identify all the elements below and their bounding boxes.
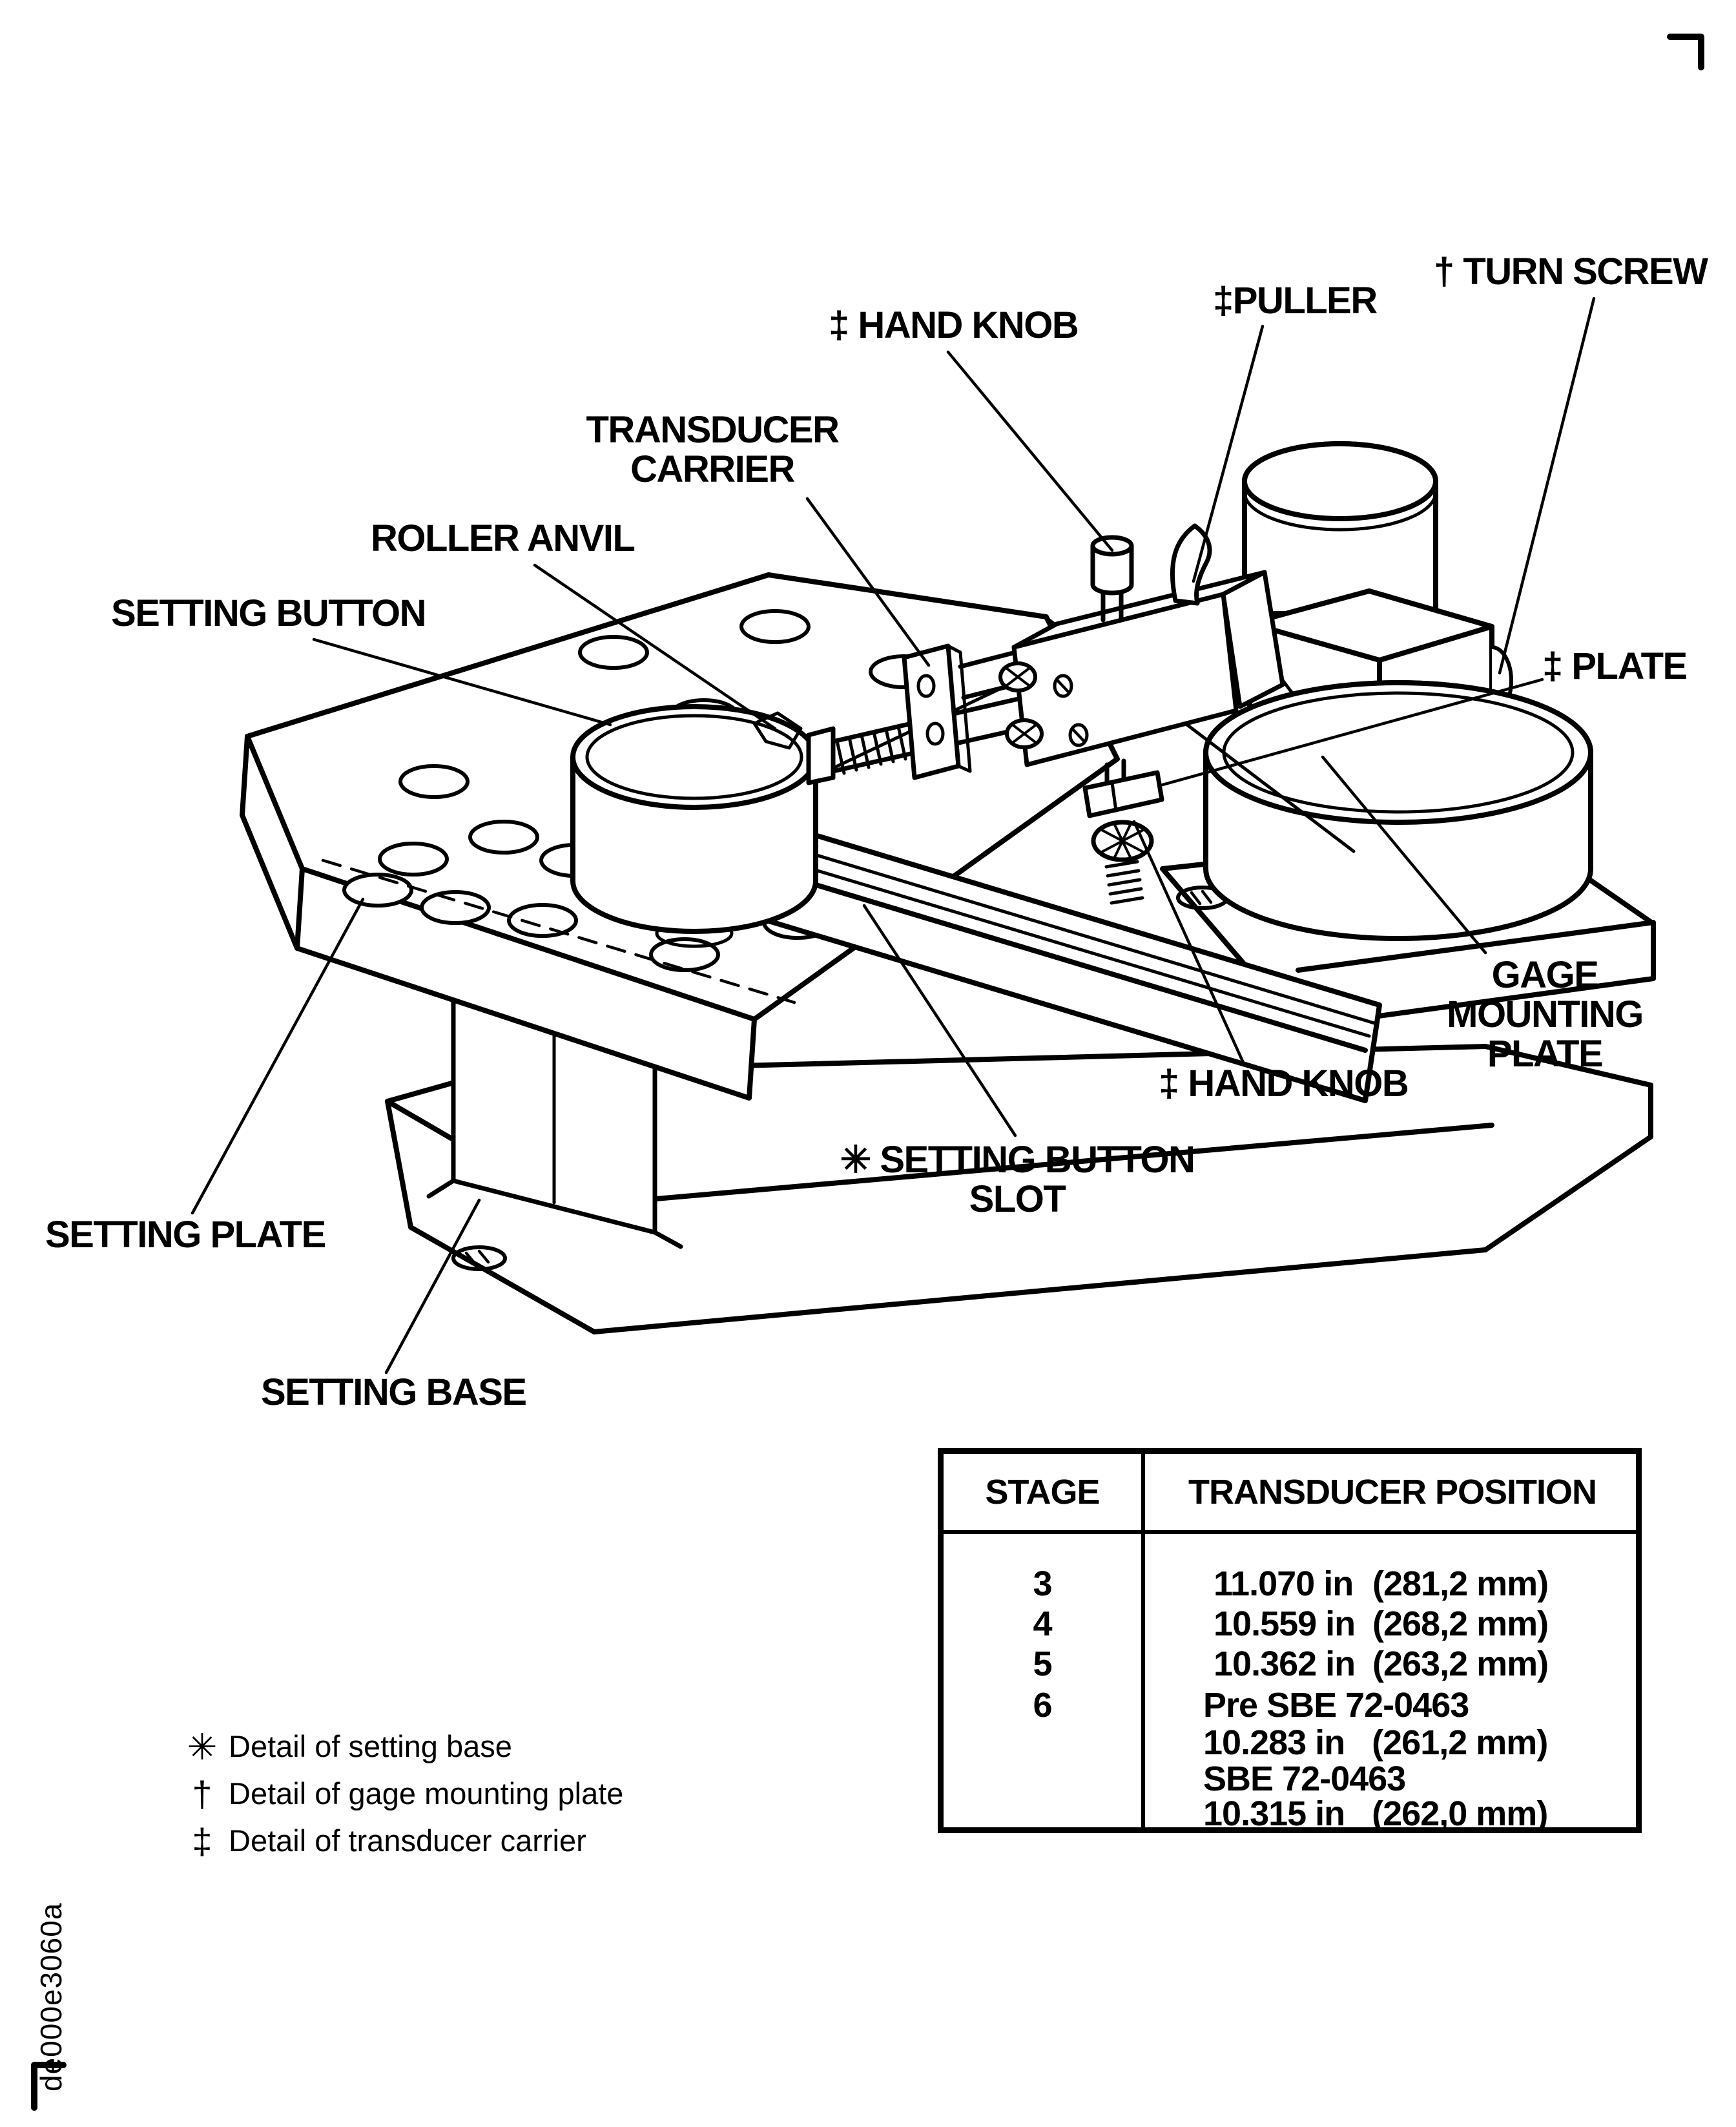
leader-turn-screw xyxy=(1498,296,1596,675)
leader-lines xyxy=(191,296,1596,1375)
gage-pot-cylinder xyxy=(1203,680,1593,941)
table-cell-note: SBE 72-0463 xyxy=(1203,1759,1406,1798)
dagger-marker-icon: † xyxy=(192,1774,212,1814)
table-column-divider xyxy=(1141,1454,1145,1827)
leader-setting-base xyxy=(384,1198,481,1375)
corner-mark-top-right xyxy=(1667,34,1704,70)
table-cell-mm: (268,2 mm) xyxy=(1372,1604,1549,1643)
label-transducer-carrier: TRANSDUCER CARRIER xyxy=(586,409,840,490)
table-cell-inches: 10.315 in (262,0 mm) xyxy=(1203,1794,1548,1834)
table-header-position: TRANSDUCER POSITION xyxy=(1188,1473,1597,1511)
value-mm: (262,0 mm) xyxy=(1372,1794,1548,1833)
footnote-text: Detail of transducer carrier xyxy=(229,1823,586,1858)
corner-mark-bottom-left xyxy=(31,2062,67,2111)
leader-roller-anvil xyxy=(533,563,777,731)
label-hand-knob-top: ‡ HAND KNOB xyxy=(829,304,1079,346)
gage-top-cylinder xyxy=(1242,441,1438,616)
value-mm: (261,2 mm) xyxy=(1372,1723,1548,1762)
footnote-transducer-carrier: ‡ Detail of transducer carrier xyxy=(182,1820,586,1862)
table-cell-inches: 10.559 in xyxy=(1214,1604,1356,1643)
hand-knob-top-shape xyxy=(1090,535,1134,623)
label-roller-anvil: ROLLER ANVIL xyxy=(371,517,636,559)
drawing-code: de000e3060a xyxy=(34,1902,68,2091)
table-header-divider xyxy=(944,1530,1636,1534)
value-inches: 10.315 in xyxy=(1203,1794,1345,1833)
leader-gage-mounting-plate xyxy=(1321,755,1487,955)
leader-plate xyxy=(1161,678,1544,787)
double-dagger-marker-icon: ‡ xyxy=(192,1821,212,1862)
value-inches: 10.283 in xyxy=(1203,1723,1345,1762)
table-row-stage: 4 xyxy=(1033,1604,1052,1643)
label-setting-button-slot: ✳ SETTING BUTTON SLOT xyxy=(840,1139,1195,1220)
lower-clamp-shape xyxy=(1082,758,1164,905)
table-cell-mm: (281,2 mm) xyxy=(1372,1564,1549,1603)
puller-shape xyxy=(1170,523,1212,606)
plate-shape xyxy=(1082,770,1164,818)
leader-setting-plate xyxy=(191,897,365,1215)
label-gage-mounting-plate: GAGE MOUNTING PLATE xyxy=(1447,954,1644,1075)
table-header-stage: STAGE xyxy=(985,1473,1100,1511)
leader-hand-knob-top xyxy=(946,350,1114,552)
table-row-stage: 6 xyxy=(1033,1686,1052,1725)
leader-puller xyxy=(1192,324,1265,583)
leader-hand-knob-bottom xyxy=(1132,820,1245,1064)
table-row-stage: 3 xyxy=(1033,1564,1052,1603)
table-cell-inches: 10.362 in xyxy=(1214,1645,1356,1683)
footnote-text: Detail of setting base xyxy=(229,1729,512,1763)
setting-button-shape xyxy=(570,704,818,948)
table-cell-note: Pre SBE 72-0463 xyxy=(1203,1686,1469,1725)
spring-threads xyxy=(835,725,907,775)
setting-base-shape xyxy=(385,1044,1653,1334)
table-row-stage: 5 xyxy=(1033,1645,1052,1683)
transducer-position-table: STAGE TRANSDUCER POSITION 3 11.070 in (2… xyxy=(938,1448,1642,1833)
label-hand-knob-bottom: ‡ HAND KNOB xyxy=(1159,1063,1409,1105)
leader-setting-button-slot xyxy=(862,904,1017,1137)
label-setting-base: SETTING BASE xyxy=(261,1371,527,1413)
label-turn-screw: † TURN SCREW xyxy=(1434,251,1708,293)
roller-anvil-shape xyxy=(752,711,803,750)
footnote-gage-mounting-plate: † Detail of gage mounting plate xyxy=(182,1773,623,1815)
asterisk-marker-icon: ✳ xyxy=(187,1727,218,1767)
leader-transducer-carrier xyxy=(805,497,931,667)
label-setting-button: SETTING BUTTON xyxy=(111,592,427,634)
label-puller: ‡PULLER xyxy=(1213,280,1378,322)
label-plate: ‡ PLATE xyxy=(1542,645,1688,687)
table-cell-inches: 10.283 in (261,2 mm) xyxy=(1203,1723,1548,1763)
leader-setting-button xyxy=(312,638,612,727)
footnote-text: Detail of gage mounting plate xyxy=(229,1776,624,1811)
transducer-carrier-shape xyxy=(806,523,1285,905)
label-setting-plate: SETTING PLATE xyxy=(45,1214,326,1256)
footnote-setting-base: ✳ Detail of setting base xyxy=(182,1726,512,1769)
table-cell-inches: 11.070 in xyxy=(1214,1564,1354,1603)
table-cell-mm: (263,2 mm) xyxy=(1372,1645,1549,1683)
